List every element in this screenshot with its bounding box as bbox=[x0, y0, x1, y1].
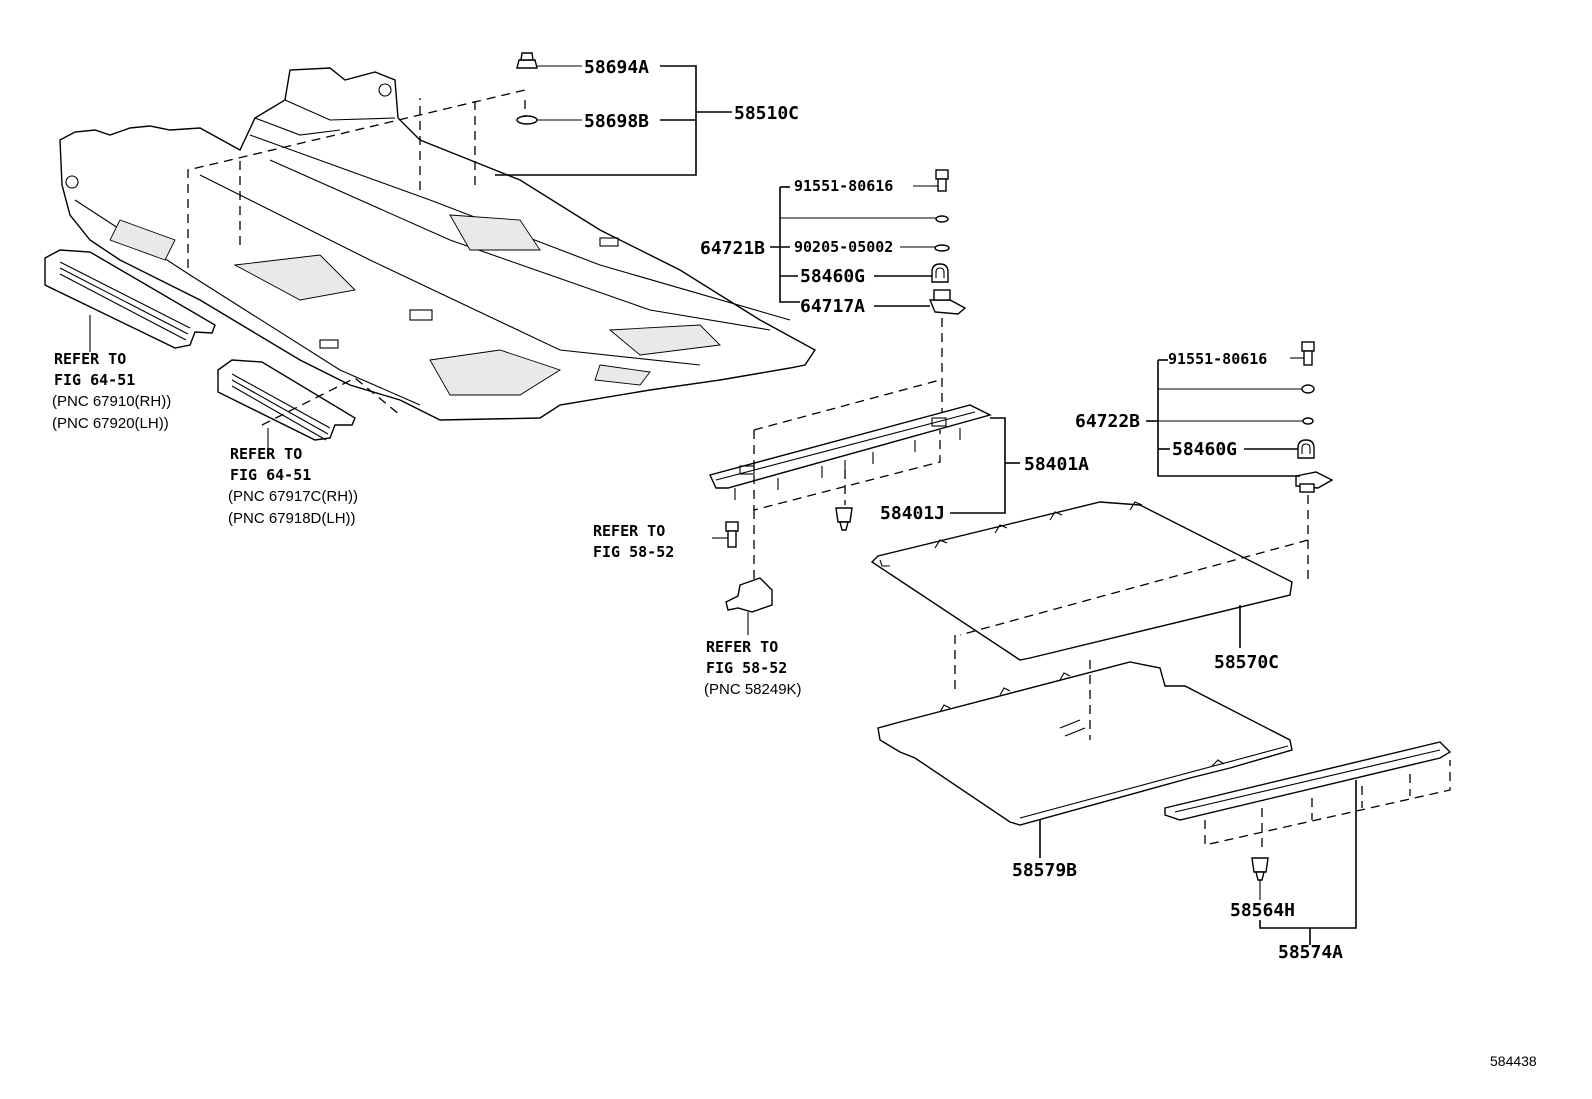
washer-b2-drawing bbox=[1302, 417, 1314, 425]
cover-rail-58401A-drawing bbox=[709, 404, 992, 500]
ref2-pnc-lh: (PNC 67918D(LH)) bbox=[228, 510, 356, 527]
ref1-pnc-lh: (PNC 67920(LH)) bbox=[52, 415, 169, 432]
bracket-b-drawing bbox=[1295, 471, 1334, 493]
clip-58564H-drawing bbox=[1251, 857, 1269, 900]
clip-58401J-drawing bbox=[835, 507, 853, 531]
part-label-58460G-b: 58460G bbox=[1172, 439, 1237, 460]
part-label-58401A: 58401A bbox=[1024, 454, 1089, 475]
ref2-refer: REFER TO bbox=[230, 445, 302, 463]
ref1-pnc-rh: (PNC 67910(RH)) bbox=[52, 393, 171, 410]
rear-rail-58574A-drawing bbox=[1164, 741, 1452, 821]
part-label-91551-80616-a: 91551-80616 bbox=[794, 177, 893, 195]
ref4-fig: FIG 58-52 bbox=[706, 659, 787, 677]
part-label-90205-05002: 90205-05002 bbox=[794, 238, 893, 256]
ref4-refer: REFER TO bbox=[706, 638, 778, 656]
ref1-fig: FIG 64-51 bbox=[54, 371, 135, 389]
bolt-91551-b-drawing bbox=[1301, 341, 1315, 366]
scuff-plate-front bbox=[44, 249, 216, 349]
part-label-58579B: 58579B bbox=[1012, 860, 1077, 881]
washer-90205-drawing bbox=[934, 244, 950, 252]
part-label-58460G-a: 58460G bbox=[800, 266, 865, 287]
part-label-64717A: 64717A bbox=[800, 296, 865, 317]
deck-board-58579B-drawing bbox=[877, 661, 1293, 826]
ref2-fig: FIG 64-51 bbox=[230, 466, 311, 484]
hook-58460G-b-drawing bbox=[1297, 439, 1315, 459]
washer-b1-drawing bbox=[1301, 384, 1315, 394]
clip-58694A-drawing bbox=[516, 52, 582, 69]
part-label-58574A: 58574A bbox=[1278, 942, 1343, 963]
part-label-58510C: 58510C bbox=[734, 103, 799, 124]
bracket-ref-drawing bbox=[725, 577, 773, 635]
part-label-58698B: 58698B bbox=[584, 111, 649, 132]
part-label-64721B: 64721B bbox=[700, 238, 765, 259]
part-label-58694A: 58694A bbox=[584, 57, 649, 78]
part-label-58570C: 58570C bbox=[1214, 652, 1279, 673]
hook-58460G-drawing bbox=[931, 263, 949, 283]
part-label-58401J: 58401J bbox=[880, 503, 945, 524]
figure-number: 584438 bbox=[1490, 1053, 1537, 1069]
floor-carpet-drawing bbox=[59, 67, 817, 421]
bracket-64717A-drawing bbox=[928, 289, 967, 315]
ref4-pnc: (PNC 58249K) bbox=[704, 681, 802, 698]
deck-board-58570C-drawing bbox=[870, 501, 1293, 661]
ref1-refer: REFER TO bbox=[54, 350, 126, 368]
ref3-refer: REFER TO bbox=[593, 522, 665, 540]
scuff-plate-rear bbox=[217, 359, 356, 441]
ref3-fig: FIG 58-52 bbox=[593, 543, 674, 561]
part-label-64722B: 64722B bbox=[1075, 411, 1140, 432]
ref2-pnc-rh: (PNC 67917C(RH)) bbox=[228, 488, 358, 505]
washer-1-drawing bbox=[935, 215, 949, 223]
bolt-91551-drawing bbox=[932, 169, 949, 192]
part-label-58564H: 58564H bbox=[1230, 900, 1295, 921]
washer-58698B-drawing bbox=[516, 115, 582, 125]
bolt-ref-drawing bbox=[712, 521, 739, 548]
part-label-91551-80616-b: 91551-80616 bbox=[1168, 350, 1267, 368]
